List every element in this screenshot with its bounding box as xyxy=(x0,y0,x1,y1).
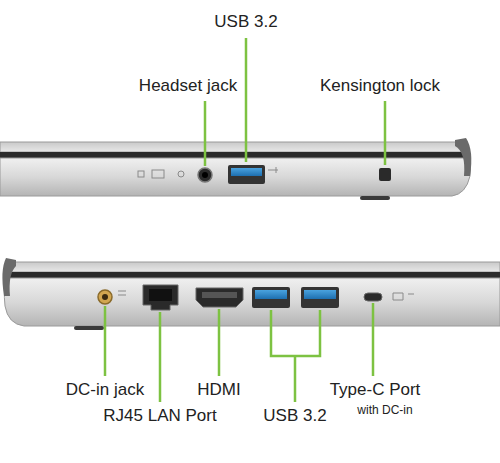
port-label: Headset jack xyxy=(139,76,237,96)
port-label: USB 3.2 xyxy=(214,12,277,32)
right-side-view xyxy=(0,38,471,200)
port-label: RJ45 LAN Port xyxy=(103,406,216,426)
port-label: HDMI xyxy=(197,380,240,400)
port-label: Kensington lock xyxy=(320,76,440,96)
port-label: Type-C Port xyxy=(330,380,421,400)
left-side-view xyxy=(2,258,500,402)
port-label: USB 3.2 xyxy=(263,406,326,426)
port-label: DC-in jack xyxy=(66,380,144,400)
port-label: with DC-in xyxy=(357,404,412,418)
